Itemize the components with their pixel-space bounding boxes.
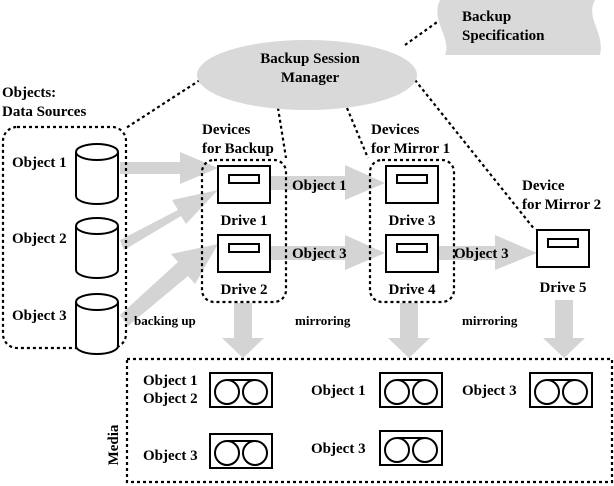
arrow-drive5-to-media xyxy=(543,300,585,358)
drive-icon xyxy=(217,234,271,273)
backup-devices-title-line1: Devices xyxy=(202,122,250,138)
manager-ellipse xyxy=(197,40,417,110)
mirror2-title-line1: Device xyxy=(522,178,565,194)
drive-label: Drive 4 xyxy=(388,282,436,298)
spec-label-line1: Backup xyxy=(462,9,511,25)
spec-label-line2: Specification xyxy=(462,28,545,44)
media-group: Media Object 1 Object 2 Object 3 Object … xyxy=(106,357,614,484)
drive-5: Drive 5 xyxy=(536,229,590,296)
tape-2: Object 3 xyxy=(143,433,273,469)
tape-5: Object 3 xyxy=(462,372,593,408)
tape-label-line1: Object 3 xyxy=(462,383,517,399)
mirror2-title-line2: for Mirror 2 xyxy=(522,197,601,213)
tape-4: Object 3 xyxy=(311,430,443,466)
tape-1: Object 1 Object 2 xyxy=(143,372,273,408)
backup-devices-group: Devices for Backup Drive 1 Drive 2 xyxy=(200,122,288,304)
backing-up-label: backing up xyxy=(134,313,196,328)
drive-icon xyxy=(217,165,271,204)
manager-label-line2: Manager xyxy=(281,70,340,86)
flow-label-drive1-drive3: Object 1 xyxy=(292,178,347,194)
arrow-object2-to-drive1 xyxy=(120,190,218,250)
flow-labels: Object 1 Object 3 Object 3 backing up mi… xyxy=(134,178,518,328)
mirror1-devices-group: Devices for Mirror 1 Drive 3 Drive 4 xyxy=(368,122,456,304)
manager-connectors xyxy=(125,19,536,231)
cylinder-icon xyxy=(75,293,119,355)
tape-3: Object 1 xyxy=(311,372,443,408)
drive-icon xyxy=(536,229,590,268)
tape-icon xyxy=(379,372,443,408)
object-label: Object 3 xyxy=(12,308,67,324)
drive-label: Drive 3 xyxy=(388,213,435,229)
media-title: Media xyxy=(106,424,122,465)
tape-icon xyxy=(529,372,593,408)
backup-specification: Backup Specification xyxy=(437,0,601,55)
mirror1-title-line2: for Mirror 1 xyxy=(371,141,450,157)
drive-label: Drive 5 xyxy=(539,280,586,296)
manager-label-line1: Backup Session xyxy=(260,51,360,67)
drive-4: Drive 4 xyxy=(385,234,439,298)
tape-icon xyxy=(379,430,443,466)
flow-label-drive2-drive4: Object 3 xyxy=(292,246,347,262)
drive-2: Drive 2 xyxy=(217,234,271,298)
cylinder-icon xyxy=(75,217,119,279)
drive-icon xyxy=(385,234,439,273)
backup-session-manager: Backup Session Manager xyxy=(197,40,417,110)
tape-label-line2: Object 2 xyxy=(143,391,198,407)
cylinder-icon xyxy=(75,143,119,205)
flow-arrows xyxy=(120,152,585,358)
tape-icon xyxy=(209,372,273,408)
mirroring-label-2: mirroring xyxy=(462,313,518,328)
arrow-drive2-to-media xyxy=(222,303,264,358)
object-label: Object 2 xyxy=(12,231,67,247)
mirror1-devices-border xyxy=(368,158,456,304)
backup-devices-border xyxy=(200,158,288,304)
tape-label-line1: Object 3 xyxy=(143,448,198,464)
object-2: Object 2 xyxy=(12,217,119,279)
drive-1: Drive 1 xyxy=(217,165,271,229)
arrow-drive2-to-drive4 xyxy=(270,235,385,270)
tape-label-line1: Object 3 xyxy=(311,441,366,457)
mirror2-device-group: Device for Mirror 2 Drive 5 xyxy=(522,178,601,296)
flow-label-drive4-drive5: Object 3 xyxy=(454,246,509,262)
mirror1-title-line1: Devices xyxy=(371,122,419,138)
tape-label-line1: Object 1 xyxy=(143,373,198,389)
tape-icon xyxy=(209,433,273,469)
arrow-drive4-to-media xyxy=(388,303,430,358)
objects-title-line1: Objects: xyxy=(2,85,56,101)
object-3: Object 3 xyxy=(12,293,119,355)
object-label: Object 1 xyxy=(12,155,67,171)
spec-shape xyxy=(437,0,601,55)
mirroring-label-1: mirroring xyxy=(295,313,351,328)
drive-icon xyxy=(385,165,439,204)
arrow-object3-to-drive2 xyxy=(120,244,218,326)
drive-label: Drive 1 xyxy=(220,213,267,229)
objects-group: Objects: Data Sources Object 1 Object 2 … xyxy=(1,85,128,355)
objects-title-line2: Data Sources xyxy=(2,104,86,120)
object-1: Object 1 xyxy=(12,143,119,205)
drive-3: Drive 3 xyxy=(385,165,439,229)
tape-label-line1: Object 1 xyxy=(311,383,366,399)
drive-label: Drive 2 xyxy=(220,282,267,298)
media-border xyxy=(125,357,614,484)
arrow-object1-to-drive1 xyxy=(120,152,218,184)
backup-devices-title-line2: for Backup xyxy=(202,141,274,157)
arrow-drive4-to-drive5 xyxy=(436,235,537,270)
arrow-drive1-to-drive3 xyxy=(270,165,385,200)
objects-group-border xyxy=(1,125,128,350)
